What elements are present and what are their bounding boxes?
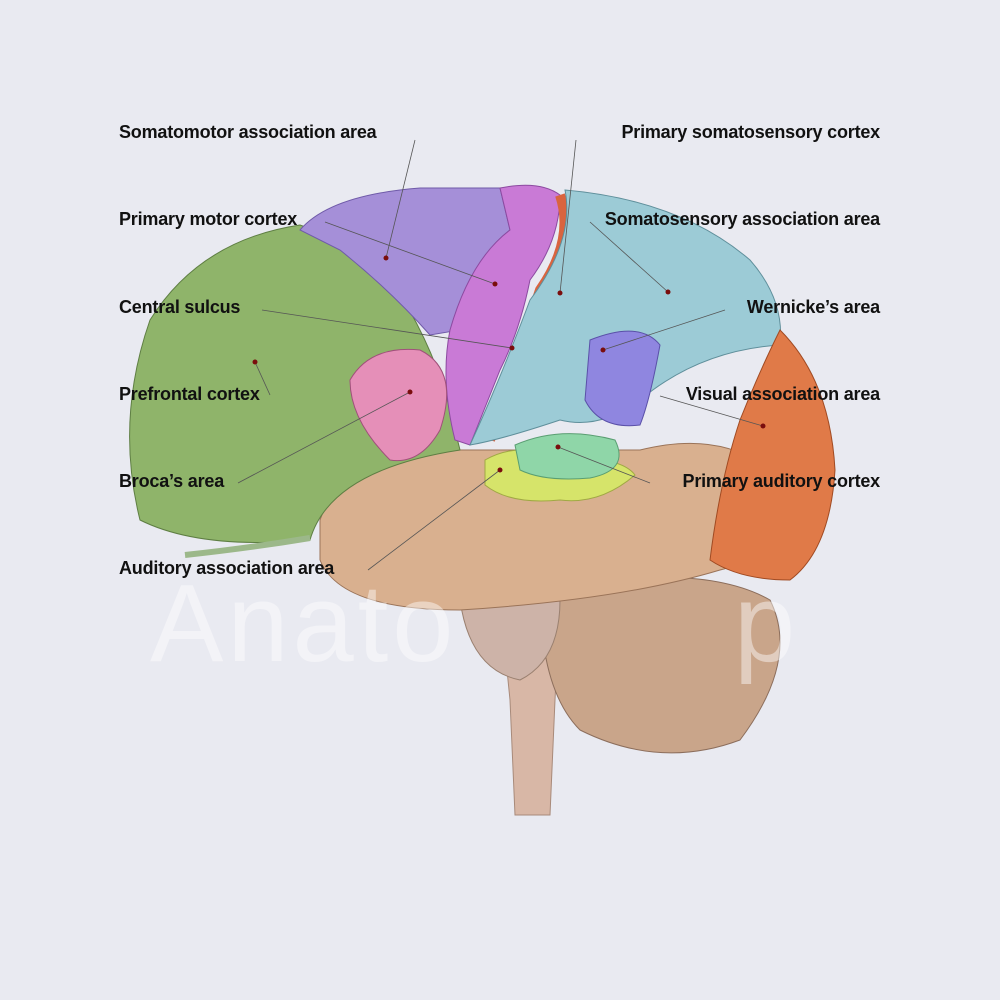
watermark-logo: Anato p	[150, 562, 800, 685]
broca-region	[349, 348, 448, 462]
label-somatosensory-association-area: Somatosensory association area	[604, 209, 880, 229]
visual-region	[709, 329, 836, 581]
marker-primary-motor	[492, 281, 498, 287]
cerebellum	[539, 576, 781, 754]
label-auditory-association-area: Auditory association area	[119, 558, 335, 578]
marker-wernicke	[600, 347, 606, 353]
pons	[459, 599, 561, 681]
label-somatomotor-association-area: Somatomotor association area	[119, 122, 377, 142]
label-primary-motor-cortex: Primary motor cortex	[119, 209, 298, 229]
marker-primary-auditory	[555, 444, 561, 450]
marker-central-sulcus	[509, 345, 515, 351]
primary-auditory-region	[514, 433, 620, 480]
marker-dots	[252, 255, 766, 473]
label-central-sulcus: Central sulcus	[119, 297, 241, 317]
label-prefrontal-cortex: Prefrontal cortex	[119, 384, 260, 404]
wernicke-region	[584, 330, 661, 427]
marker-broca	[407, 389, 413, 395]
marker-somatomotor	[383, 255, 389, 261]
label-primary-somatosensory-cortex: Primary somatosensory cortex	[621, 122, 880, 142]
marker-primary-somatosensory	[557, 290, 563, 296]
label-visual-association-area: Visual association area	[685, 384, 880, 404]
olfactory-tract	[184, 535, 311, 558]
leader-lines	[237, 139, 764, 571]
marker-auditory-association	[497, 467, 503, 473]
marker-somatosensory-association	[665, 289, 671, 295]
label-primary-auditory-cortex: Primary auditory cortex	[682, 471, 881, 491]
label-wernickes-area: Wernicke’s area	[746, 297, 880, 317]
marker-visual-association	[760, 423, 766, 429]
label-brocas-area: Broca’s area	[119, 471, 225, 491]
marker-prefrontal	[252, 359, 258, 365]
